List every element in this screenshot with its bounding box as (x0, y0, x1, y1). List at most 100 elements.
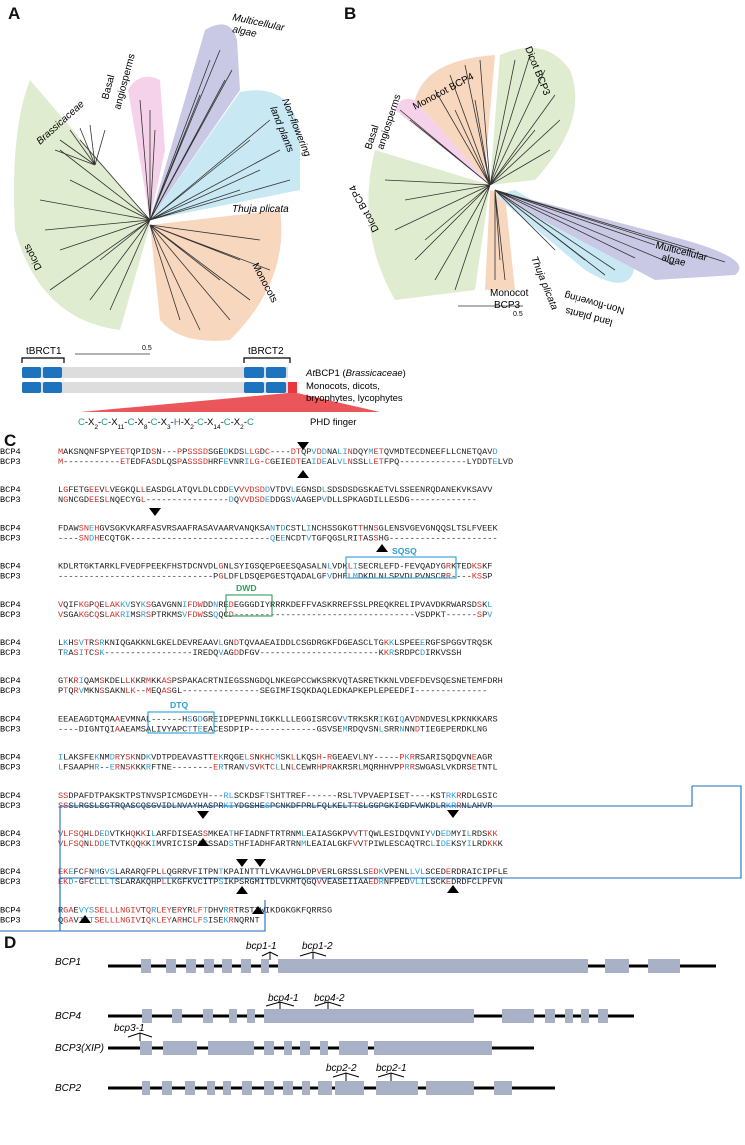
phd-motif-part: 2 (240, 424, 244, 431)
seq-label-top: BCP4 (0, 638, 21, 648)
gene-row-bcp3: BCP3(XIP) bcp3-1 (55, 1023, 534, 1055)
brct-box (266, 382, 286, 393)
insertion-label: bcp2-1 (376, 1063, 407, 1074)
phd-motif-part: - (221, 417, 224, 428)
sequence-line: QGAVIFTSELLLNGIVIQKLEYARHCLFSISEKRNQRNT (58, 915, 260, 925)
seq-label-bottom: BCP3 (0, 495, 21, 505)
scale-label-b: 0.5 (513, 311, 523, 318)
gene-name: BCP1 (55, 957, 81, 968)
seq-label-top: BCP4 (0, 447, 21, 457)
clade-basal-a (128, 76, 165, 221)
tbrct1-label: tBRCT1 (26, 346, 62, 357)
dwd-label: DWD (236, 583, 257, 593)
seq-label-bottom: BCP3 (0, 686, 21, 696)
row1-label: AtBCP1 (Brassicaceae) (305, 368, 406, 379)
tree-a: 0.5 Multicellular algae Basal angiosperm… (14, 12, 313, 355)
seq-label-bottom: BCP3 (0, 533, 21, 543)
seq-label-top: BCP4 (0, 523, 21, 533)
tbrct2-bracket (243, 357, 291, 363)
clade-dicot-bcp3 (490, 47, 576, 186)
sqsq-label: SQSQ (392, 546, 417, 556)
scale-label-a: 0.5 (142, 345, 152, 352)
phd-motif-part: 3 (167, 424, 171, 431)
sqsq-box (345, 556, 457, 579)
phd-motif-part: 2 (94, 424, 98, 431)
seq-label-top: BCP4 (0, 485, 21, 495)
label-monocot-bcp3-2: BCP3 (494, 300, 521, 311)
sequence-line: TRASITCSK-----------------IREDQVAGDDFGV-… (58, 648, 461, 658)
seq-label-bottom: BCP3 (0, 839, 21, 849)
clade-monocot-bcp3 (485, 190, 515, 290)
phd-motif-part: -X (158, 417, 168, 428)
panel-b-letter: B (344, 4, 357, 23)
gene-name: BCP2 (55, 1083, 82, 1094)
clade-basal-b (395, 98, 490, 185)
sequence-line: VQIFKGPQELAKKVSYKSGAVGNNIFDWDDNREDEGGGDI… (58, 600, 492, 610)
sequence-line: LGFETGEEVLVEGKQLLEASDGLATQVLDLCDDEVVVDSD… (58, 485, 493, 495)
label-algae-a-2: algae (231, 24, 258, 40)
phd-box (288, 382, 297, 393)
panel-a-letter: A (8, 4, 21, 23)
seq-label-bottom: BCP3 (0, 877, 21, 887)
phd-motif-part: H (174, 417, 181, 428)
insertion-label: bcp1-2 (302, 941, 333, 952)
tree-a-clades (14, 24, 300, 341)
seq-label-top: BCP4 (0, 600, 21, 610)
region-box-right (0, 785, 742, 932)
gene-row-bcp1: BCP1 bcp1-1 bcp1-2 (55, 941, 716, 973)
seq-label-top: BCP4 (0, 905, 21, 915)
sequence-line: KDLRTGKTARKLFVEDFPEEKFHSTDCNVDLGNLSYIGSQ… (58, 562, 492, 572)
phd-motif-part: - (124, 417, 127, 428)
sequence-line: ------------------------------PGLDFLDSQE… (58, 572, 492, 582)
gene-name: BCP3(XIP) (55, 1043, 104, 1054)
seq-label-top: BCP4 (0, 753, 21, 763)
sequence-line: GTKRIQAMSKDELLKKRMKKASPSPAKACRTNIEGSSNGD… (58, 676, 503, 686)
tree-b: 0.5 Monocot BCP4 Dicot BCP3 Basal angios… (347, 45, 740, 328)
sequence-line: LKHSVTRSRKNIQGAKKNLGKELDEVREAAVLGNDTQVAA… (58, 638, 493, 648)
seq-label-bottom: BCP3 (0, 915, 21, 925)
sequence-line: LFSAAPHR--ERNSKKKRFTNE--------ERTRANVSVK… (58, 763, 498, 773)
phd-motif-part: C (151, 417, 158, 428)
sequence-line: ----DIGNTQIAAEAMSALIVYAPCTTEEACESDPIP---… (58, 724, 487, 734)
dtq-label: DTQ (170, 700, 188, 710)
brct-box (244, 367, 264, 378)
sequence-line: NGNCGDEESLNQECYGL----------------DQVVDSD… (58, 495, 477, 505)
clade-algae-b (495, 190, 740, 280)
label-monocot-bcp3-1: Monocot (490, 288, 529, 299)
brct-box (43, 382, 62, 393)
tree-a-branches (39, 49, 291, 331)
phd-motif-part: 2 (190, 424, 194, 431)
phd-motif-part: C (247, 417, 254, 428)
gene-row-bcp4: BCP4 bcp4-1 bcp4-2 (55, 993, 634, 1023)
phd-motif-part: - (244, 417, 247, 428)
phd-motif-part: C (127, 417, 134, 428)
sequence-line: FDAWSNEHGVSGKVKARFASVRSAAFRASAVAARVANQKS… (58, 523, 498, 533)
phd-motif: C-X2-C-X11-C-X8-C-X3-H-X2-C-X14-C-X2-C (78, 417, 254, 431)
sequence-line: PTQRVMKNSSAKNLK--MEQASGL---------------S… (58, 686, 487, 696)
phd-motif-part: -X (181, 417, 191, 428)
insertion-label: bcp3-1 (114, 1023, 145, 1034)
protein-bar-1 (22, 367, 288, 378)
brct-box (22, 382, 41, 393)
clade-multicellular-algae-a (150, 24, 240, 220)
phd-motif-part: -X (85, 417, 95, 428)
label-basal-b-2: angiosperms (375, 93, 403, 151)
sequence-line: ----SNDHECQTGK--------------------------… (58, 533, 498, 543)
sequence-line: EKEFCFNMGVSLARARQFPLLQGRRVFITPNTKPAINTTT… (58, 867, 508, 877)
phd-motif-part: -X (204, 417, 214, 428)
sequence-line: EEAEAGDTQMAAEVMNAL------HSGDGREIDPEPNNLI… (58, 714, 498, 724)
seq-label-bottom: BCP3 (0, 457, 21, 467)
dtq-box (147, 711, 215, 734)
sequence-line: M-----------ETEDFASDLQSPASSSDHRFEVNRILG-… (58, 457, 513, 467)
seq-label-bottom: BCP3 (0, 801, 21, 811)
phd-callout (80, 393, 380, 412)
sequence-line: EKD-GFCLLLTSLARAKQHPLLKGFKVCITPSIKPSRGMI… (58, 877, 503, 887)
seq-label-bottom: BCP3 (0, 572, 21, 582)
label-thuja-a: Thuja plicata (232, 204, 289, 215)
seq-label-top: BCP4 (0, 676, 21, 686)
phd-motif-part: C (224, 417, 231, 428)
region-box-left (59, 786, 693, 932)
phd-motif-part: - (171, 417, 174, 428)
insertion-label: bcp2-2 (326, 1063, 357, 1074)
domain-diagram: tBRCT1 tBRCT2 AtBCP1 (Brassicaceae) Mono… (21, 346, 406, 431)
